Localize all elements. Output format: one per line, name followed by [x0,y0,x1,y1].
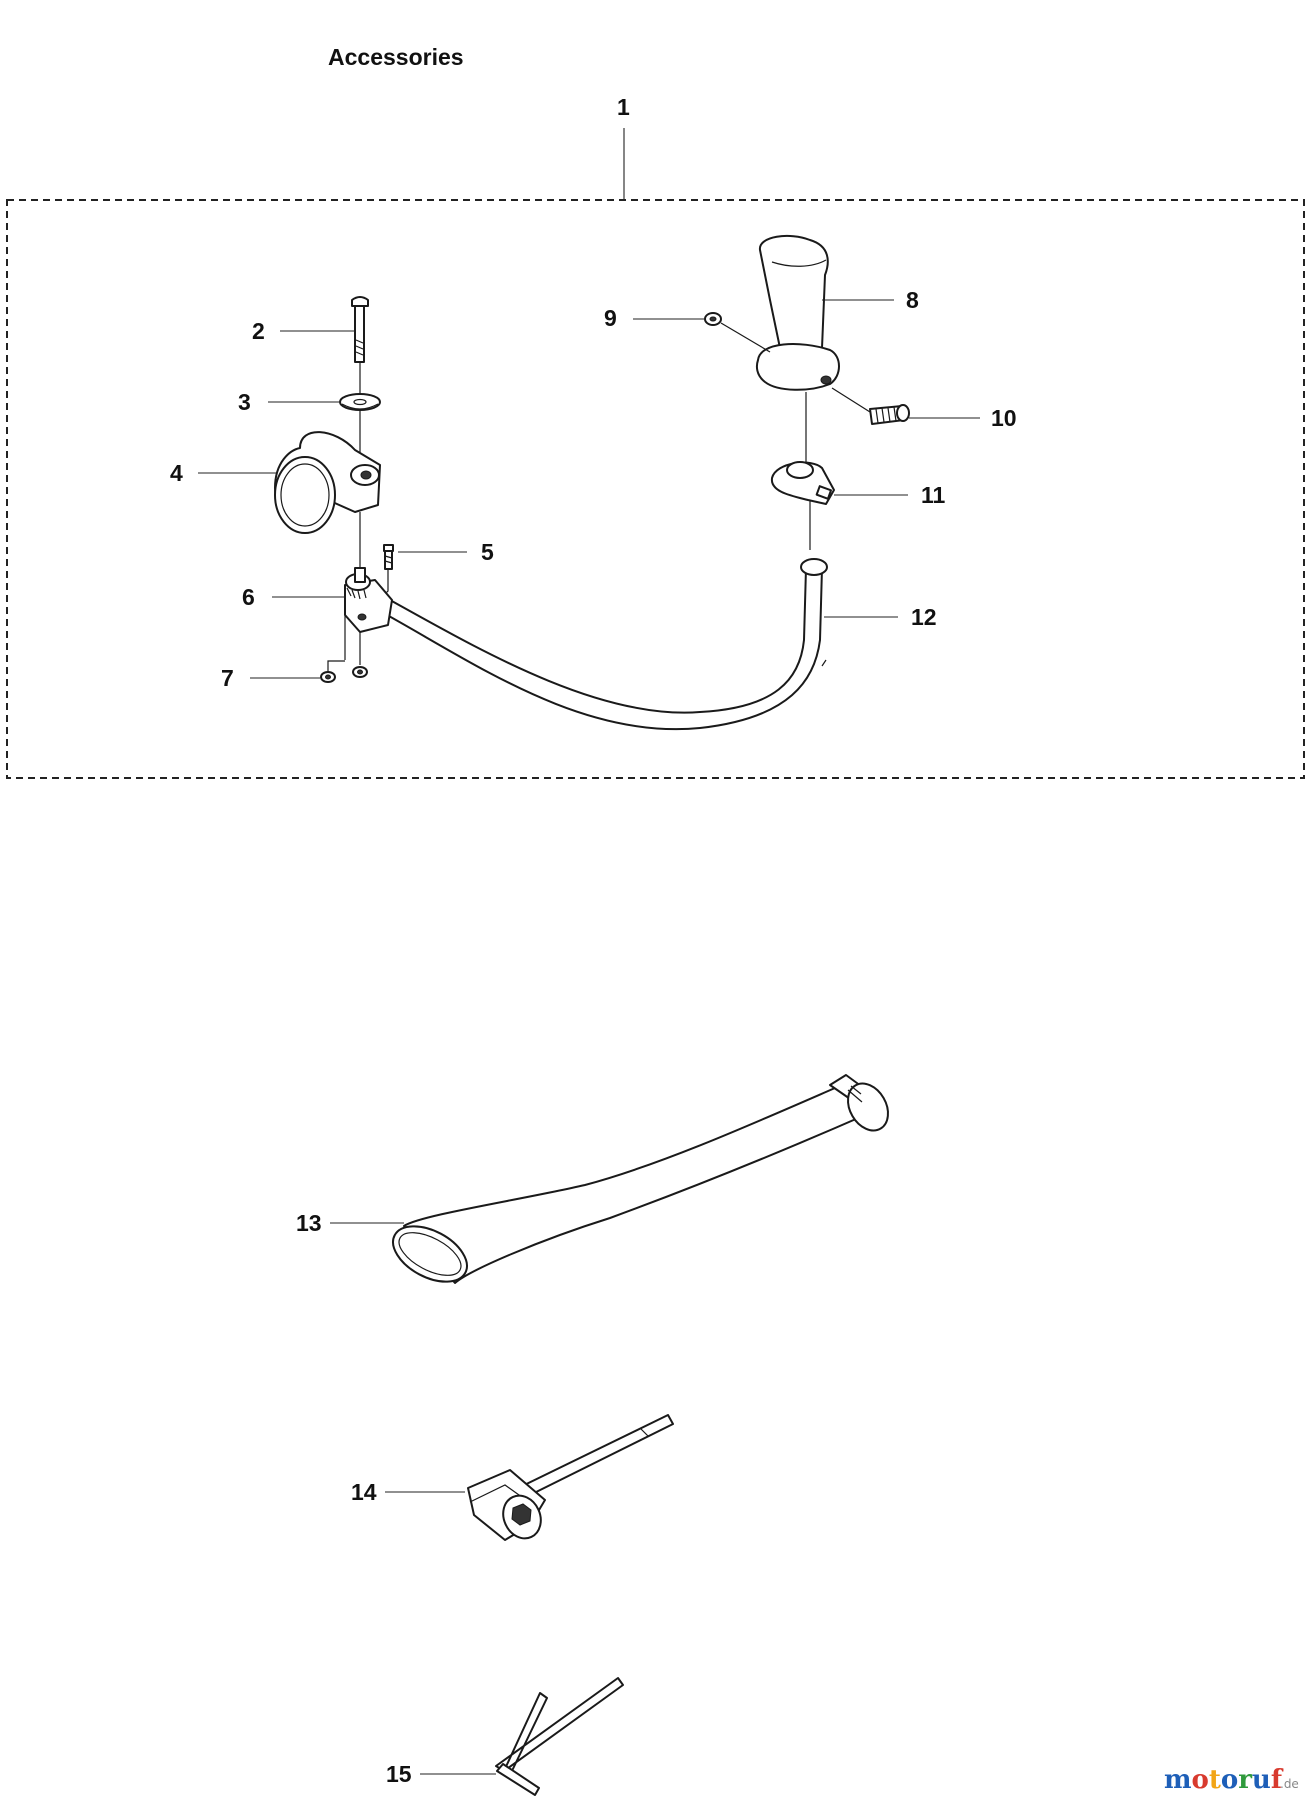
watermark-letter: f [1271,1765,1284,1795]
diagram-title: Accessories [328,44,464,70]
assembly-group-box [6,199,1305,779]
callout-15: 15 [386,1761,496,1787]
part-2-bolt [351,296,369,395]
part-15-hex-key [495,1677,624,1796]
callout-label-1: 1 [617,94,630,120]
watermark-text: motoruf [1164,1765,1284,1795]
part-8-grip [755,234,840,465]
callout-13: 13 [296,1210,404,1236]
callout-label-2: 2 [252,318,265,344]
callout-14: 14 [351,1479,465,1505]
watermark-letter: t [1209,1765,1221,1795]
watermark-letter: r [1238,1765,1252,1795]
part-14-wrench [467,1414,674,1541]
callout-label-4: 4 [170,460,183,486]
part-10-screw [831,387,910,425]
callout-label-13: 13 [296,1210,322,1236]
callout-8: 8 [822,287,919,313]
callout-10: 10 [909,405,1017,431]
callout-label-3: 3 [238,389,251,415]
part-4-clamp [274,431,381,570]
callout-label-10: 10 [991,405,1017,431]
callout-1: 1 [617,94,630,200]
callout-12: 12 [824,604,937,630]
callout-label-12: 12 [911,604,937,630]
watermark-letter: o [1192,1765,1209,1795]
callout-2: 2 [252,318,355,344]
part-11-grip-base [770,461,835,550]
watermark-suffix: .de [1280,1777,1299,1791]
callout-4: 4 [170,460,276,486]
part-6-mount-block [344,567,393,665]
callout-7: 7 [221,665,320,691]
callout-label-9: 9 [604,305,617,331]
part-13-nozzle [392,1074,889,1284]
part-9-nut [704,312,771,353]
callout-label-15: 15 [386,1761,412,1787]
callout-label-7: 7 [221,665,234,691]
callout-label-8: 8 [906,287,919,313]
callout-6: 6 [242,584,346,610]
watermark-letter: o [1221,1765,1238,1795]
callout-5: 5 [398,539,494,565]
part-12-handle-bar [377,558,828,731]
callout-label-14: 14 [351,1479,377,1505]
watermark-letter: u [1252,1765,1271,1795]
watermark-letter: m [1164,1765,1192,1795]
watermark-logo: motoruf .de [1164,1765,1299,1795]
callout-3: 3 [238,389,340,415]
part-7-nuts [320,660,368,683]
callout-label-11: 11 [921,482,946,508]
callout-9: 9 [604,305,704,331]
callout-label-5: 5 [481,539,494,565]
callout-label-6: 6 [242,584,255,610]
callout-11: 11 [834,482,946,508]
